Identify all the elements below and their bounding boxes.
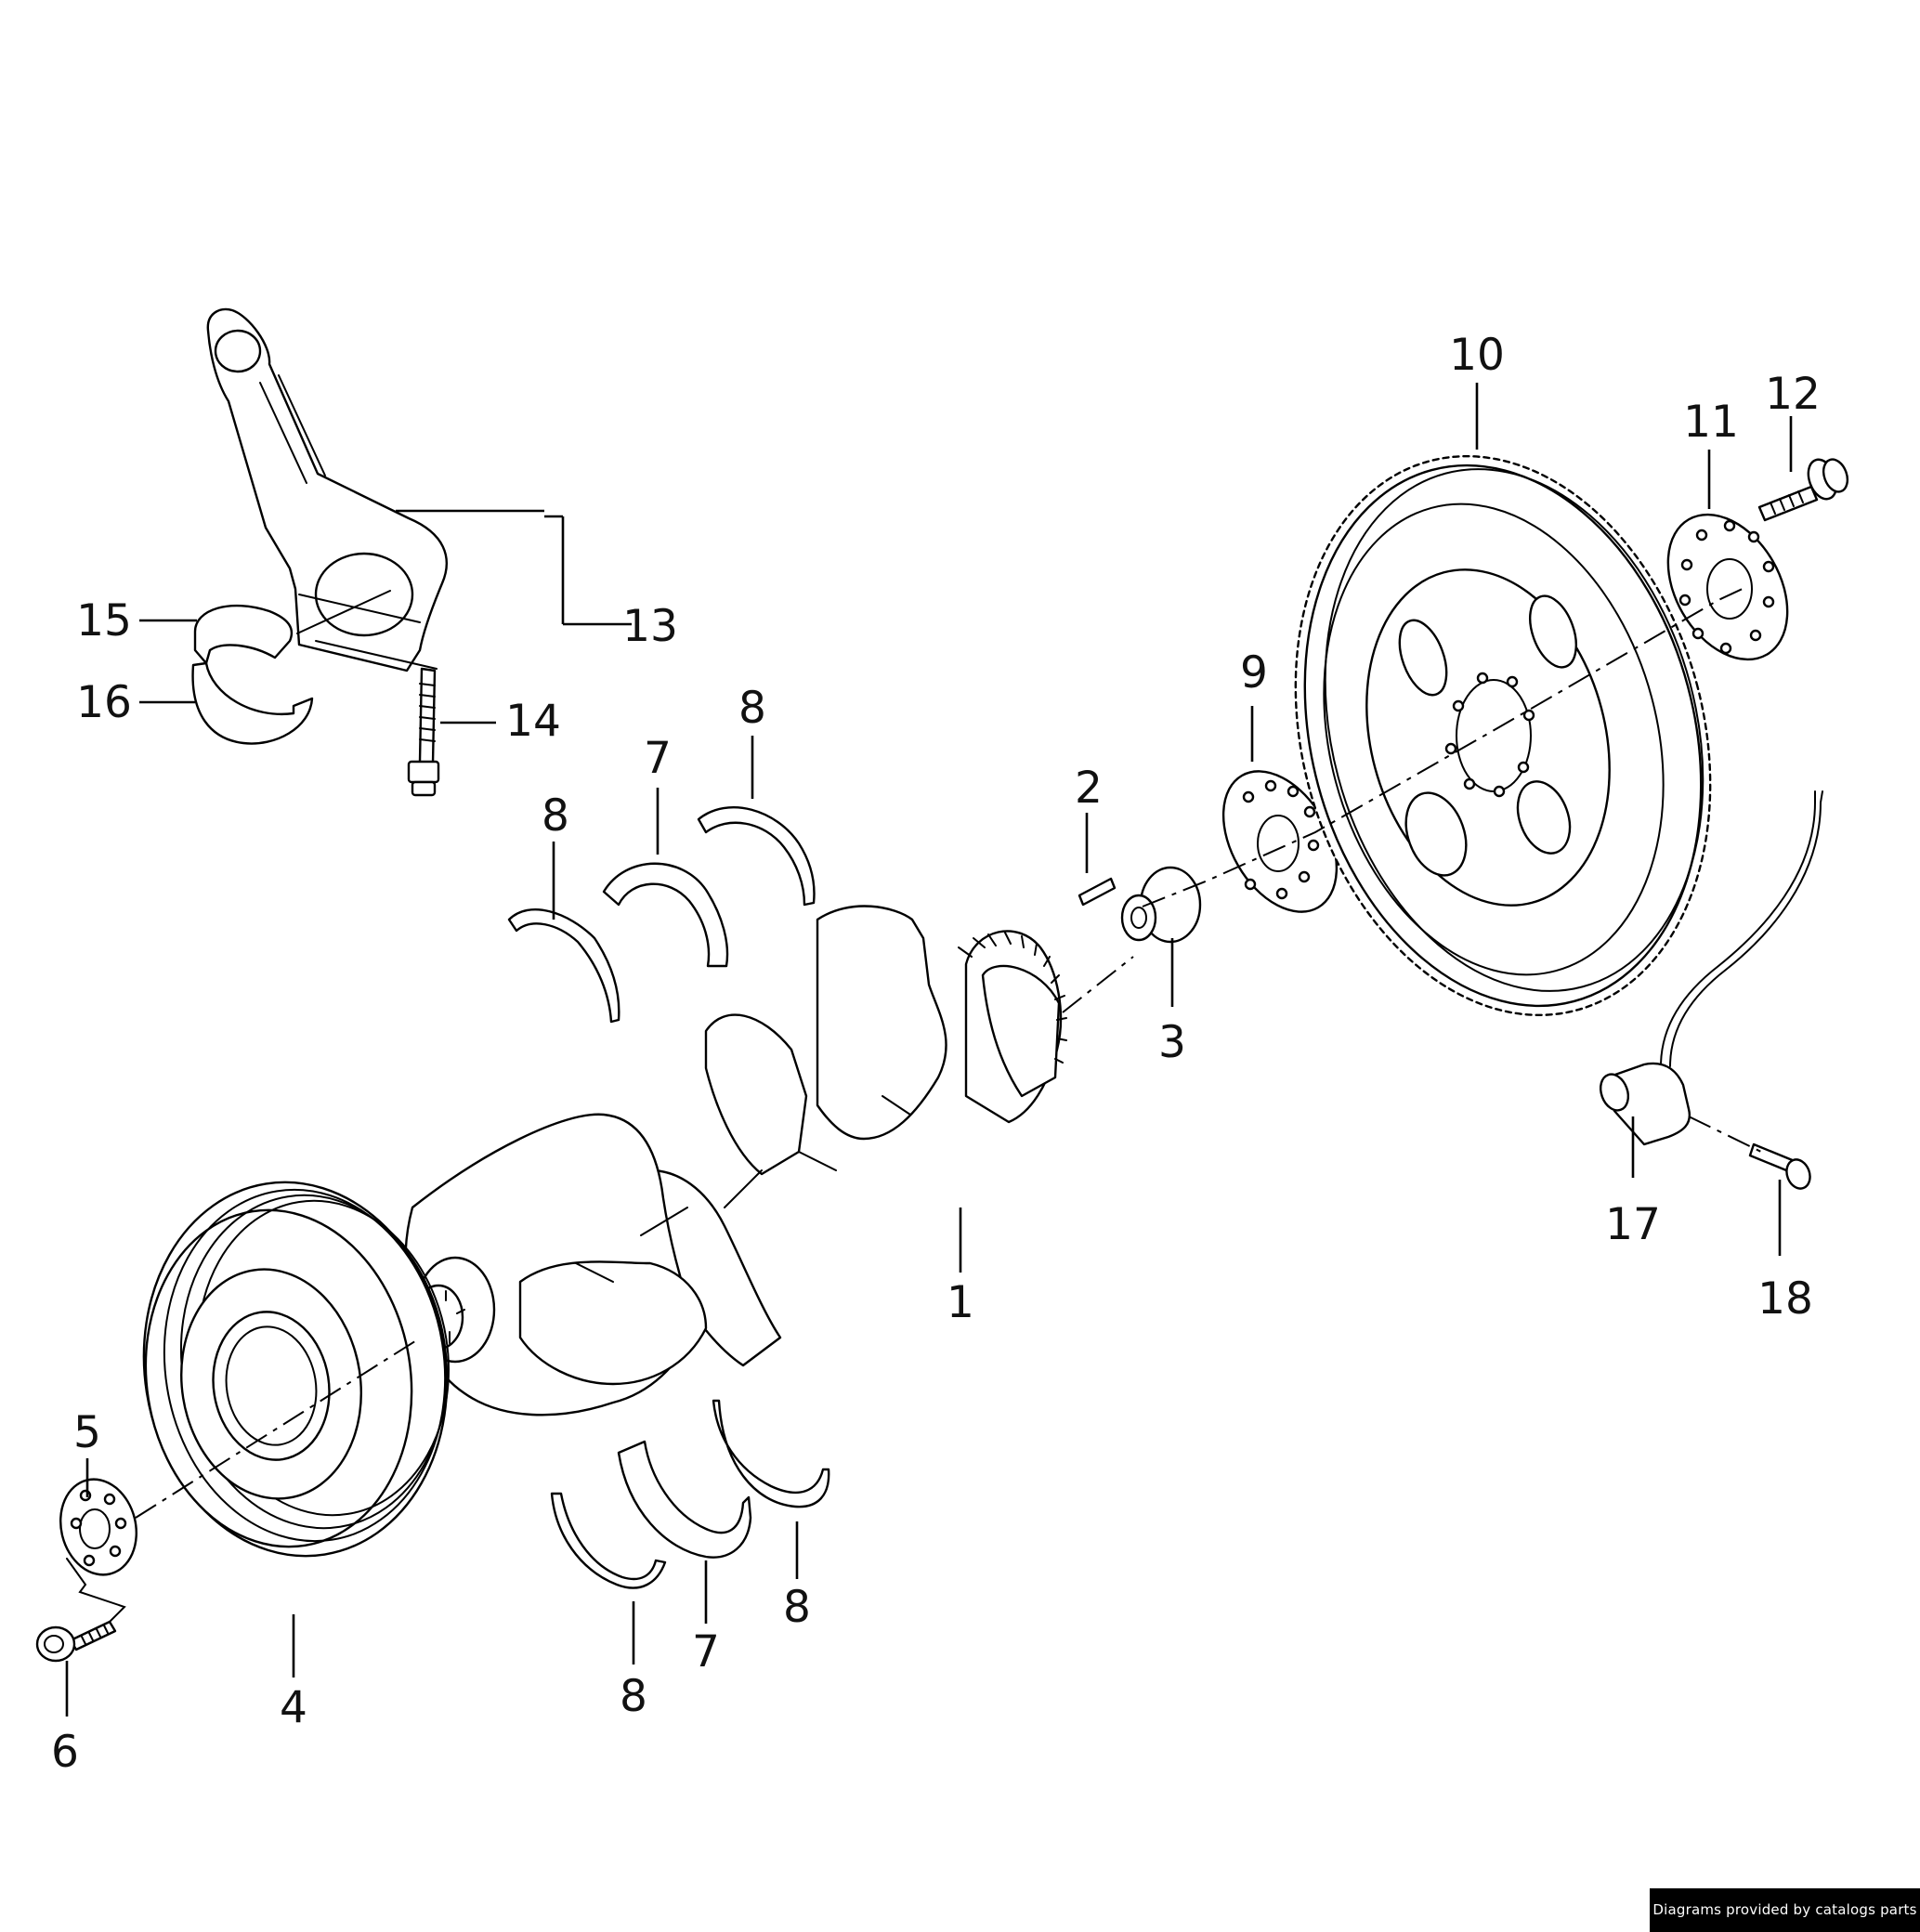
crankshaft-pulley xyxy=(142,1181,450,1558)
callout-7-lower: 7 xyxy=(692,1626,720,1677)
front-axis-line xyxy=(135,1338,419,1519)
dowel-pin xyxy=(1078,877,1117,907)
main-bearing-shell-lower xyxy=(617,1440,752,1559)
callout-7-upper: 7 xyxy=(644,733,672,784)
callout-16: 16 xyxy=(76,677,132,728)
flywheel-bolt xyxy=(1757,458,1849,522)
callout-8-lower-right: 8 xyxy=(783,1582,811,1633)
callout-15: 15 xyxy=(76,595,132,646)
connecting-rod-bolt xyxy=(407,667,440,797)
callout-18: 18 xyxy=(1757,1273,1813,1325)
callout-6: 6 xyxy=(51,1727,79,1778)
callout-labels: 1 2 3 4 5 6 7 7 8 8 8 8 9 10 11 12 13 14… xyxy=(51,330,1821,1778)
callout-8-upper-left: 8 xyxy=(542,790,569,842)
callout-11: 11 xyxy=(1683,397,1739,448)
callout-3: 3 xyxy=(1158,1017,1186,1068)
callout-2: 2 xyxy=(1075,763,1103,814)
callout-17: 17 xyxy=(1605,1199,1661,1250)
crankshaft xyxy=(404,905,1067,1416)
diagram-credit-badge: Diagrams provided by catalogs parts xyxy=(1650,1888,1920,1932)
callout-13: 13 xyxy=(622,601,678,652)
callout-1: 1 xyxy=(947,1277,974,1328)
callout-12: 12 xyxy=(1765,369,1821,420)
callout-8-lower-left: 8 xyxy=(620,1671,647,1722)
callout-8-upper-right: 8 xyxy=(738,683,766,734)
connecting-rod xyxy=(206,307,448,672)
main-bearing-shell-upper xyxy=(602,862,729,968)
pulley-washer xyxy=(59,1478,137,1576)
callout-5: 5 xyxy=(73,1407,101,1458)
rod-centerline xyxy=(296,590,391,634)
lower-rod-bearing-shell xyxy=(191,661,314,745)
thrust-washer-lower-left xyxy=(550,1492,667,1589)
sensor-axis-line xyxy=(1688,1116,1762,1153)
thrust-washer-upper-left xyxy=(507,908,620,1024)
flywheel-bolt-washer xyxy=(1666,513,1789,661)
thrust-washer-lower-right xyxy=(712,1399,830,1508)
callout-9: 9 xyxy=(1240,647,1268,698)
flywheel xyxy=(1294,454,1712,1017)
leader-lines xyxy=(65,383,1793,1717)
callout-10: 10 xyxy=(1449,330,1505,381)
callout-4: 4 xyxy=(280,1682,307,1733)
thrust-washer-upper-right xyxy=(697,805,816,907)
sensor-bolt xyxy=(1748,1142,1811,1190)
bolt-path-line xyxy=(66,1558,126,1623)
flywheel-spacer xyxy=(1120,866,1202,944)
pulley-bolt xyxy=(35,1620,117,1663)
upper-rod-bearing-shell xyxy=(193,604,294,665)
rear-axis-line xyxy=(1062,586,1747,1013)
callout-14: 14 xyxy=(505,696,561,747)
